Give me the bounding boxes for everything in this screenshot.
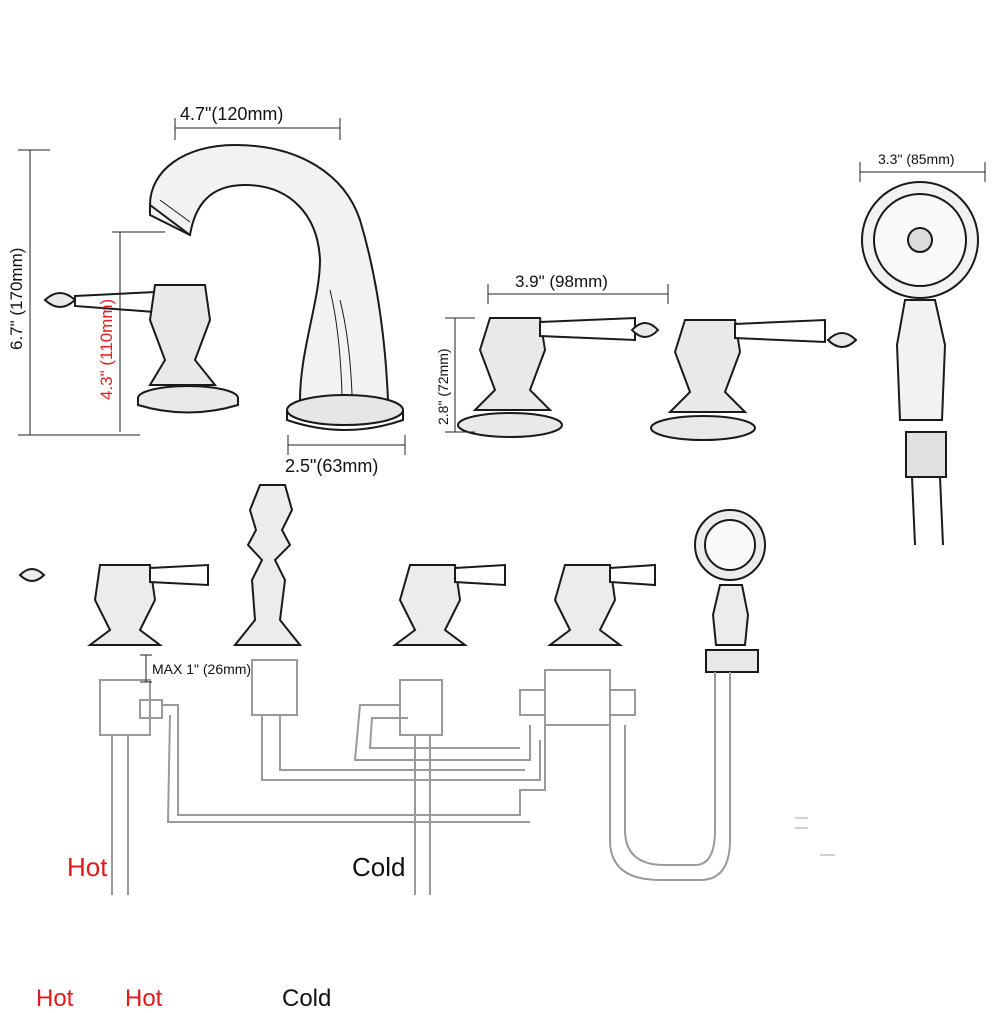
pipes (111, 672, 731, 895)
dim-valve-spacing: 3.9" (98mm) (515, 272, 608, 291)
install-assembly (18, 484, 766, 673)
hand-shower (861, 181, 979, 546)
spout-handle (43, 284, 239, 414)
dim-total-height: 6.7" (170mm) (7, 248, 26, 350)
dim-valve-height: 2.8" (72mm) (435, 348, 451, 425)
spout (149, 143, 404, 431)
label-bottom-hot-2: Hot (125, 985, 163, 1012)
dim-spout-reach: 4.7"(120mm) (180, 104, 283, 124)
valve-left (457, 316, 660, 438)
label-cold: Cold (352, 852, 406, 882)
dim-max-deck: MAX 1" (26mm) (152, 661, 251, 677)
dim-spout-height: 4.3" (110mm) (97, 299, 116, 400)
deck-thickness-marker (140, 654, 152, 683)
dim-shower-diameter: 3.3" (85mm) (878, 151, 955, 167)
faint-marks (795, 817, 835, 856)
dim-spout-base: 2.5"(63mm) (285, 456, 378, 476)
deck-bodies (99, 659, 636, 736)
label-hot: Hot (67, 852, 108, 882)
valve-right (650, 318, 858, 441)
dimension-lines (18, 118, 986, 455)
label-bottom-hot-1: Hot (36, 985, 74, 1012)
label-bottom-cold: Cold (282, 985, 332, 1012)
